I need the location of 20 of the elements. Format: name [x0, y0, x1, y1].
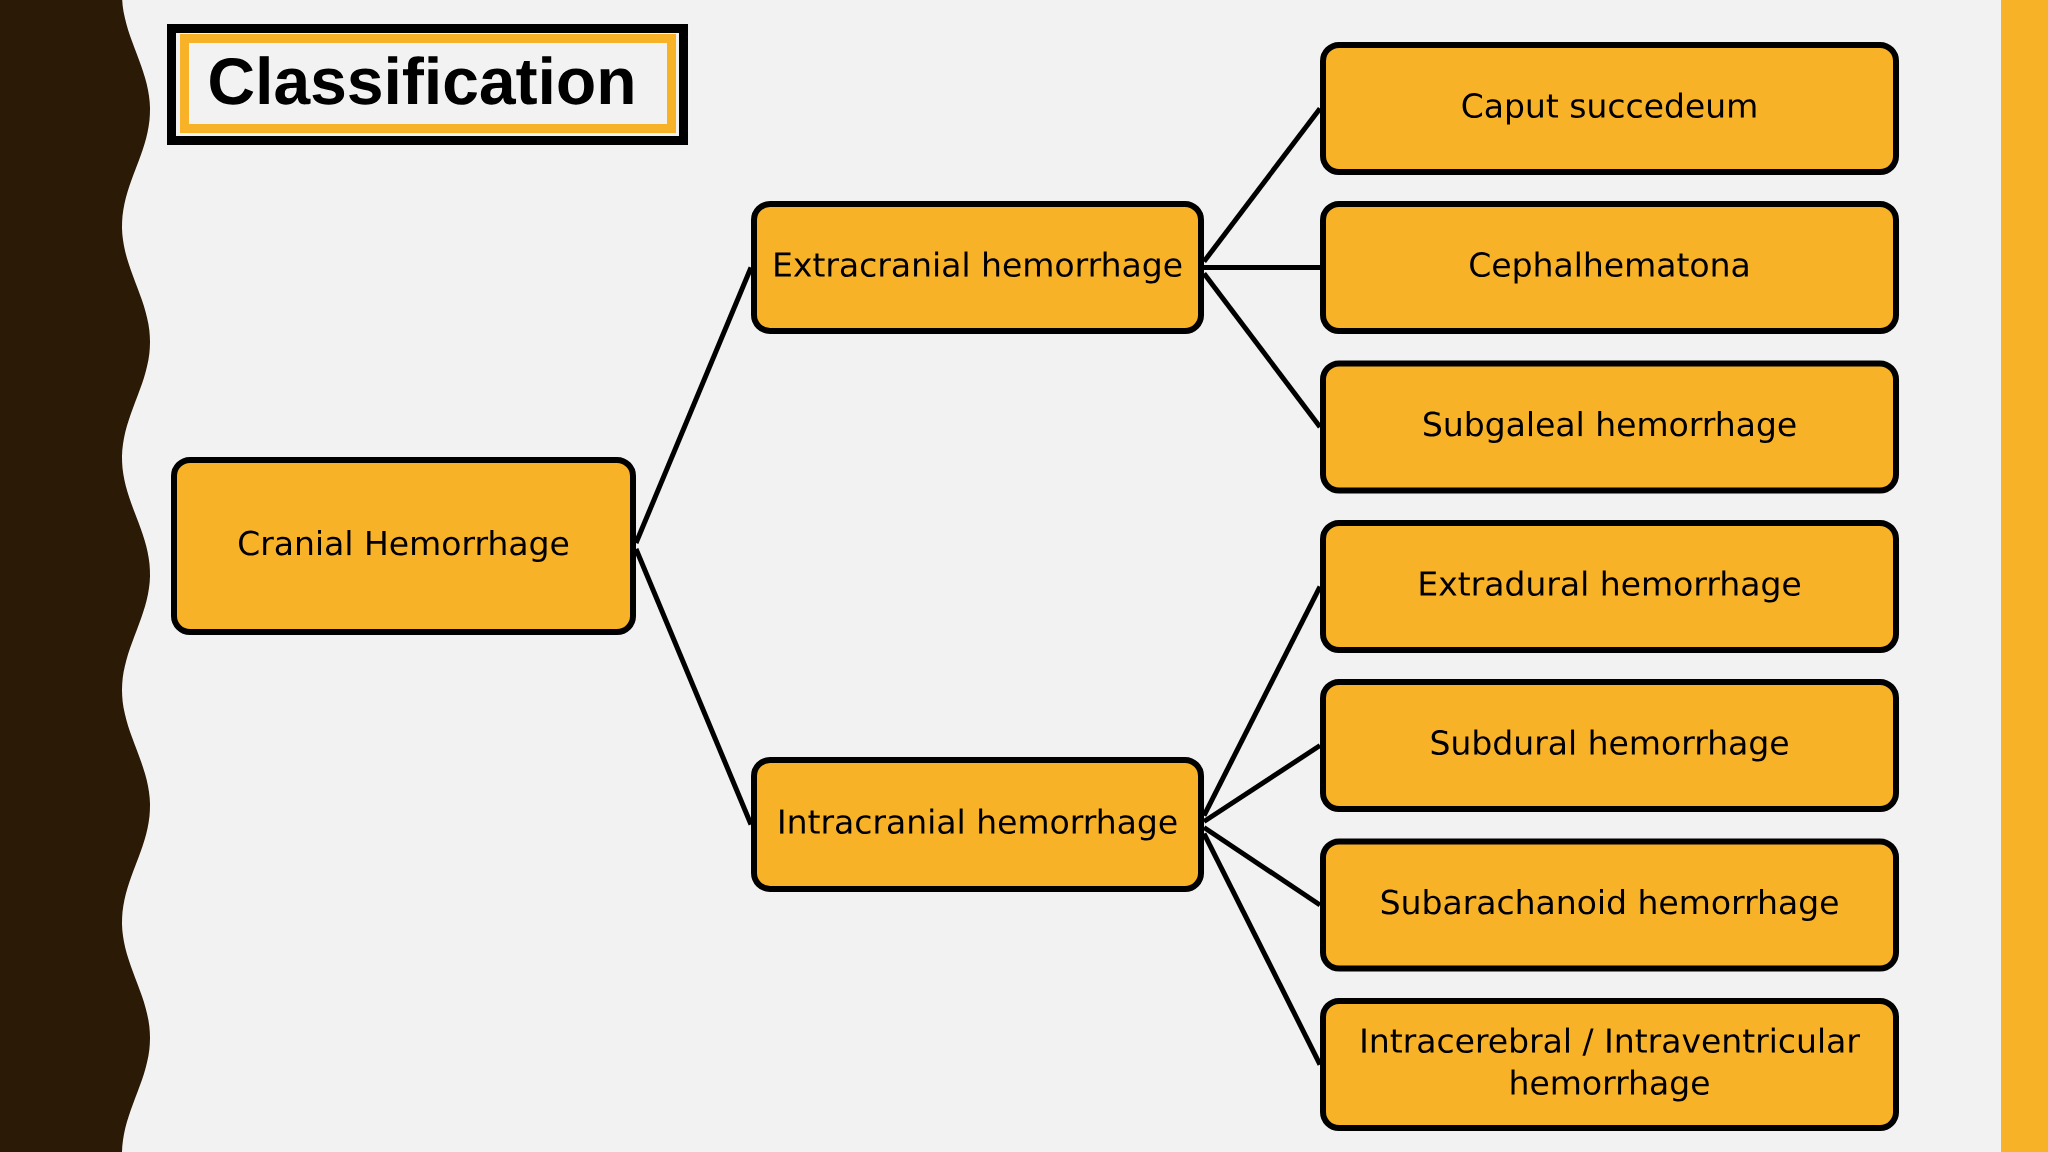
connector-line [1201, 832, 1323, 1066]
category-box: Caput succedeum [1320, 42, 1899, 175]
category-box: Intracerebral / Intraventricular hemorrhage [1320, 998, 1899, 1131]
category-box: Extradural hemorrhage [1320, 520, 1899, 653]
connector-line [1202, 825, 1322, 908]
connector-line [633, 548, 754, 826]
title-box: Classification [167, 24, 688, 145]
connector-line [1202, 743, 1322, 824]
category-box: Extracranial hemorrhage [751, 201, 1204, 334]
connector-line [1202, 107, 1322, 264]
category-box: Subarachanoid hemorrhage [1320, 838, 1899, 972]
connector-line [1204, 265, 1320, 270]
connector-line [633, 266, 754, 544]
category-box: Subdural hemorrhage [1320, 679, 1899, 812]
category-box: Subgaleal hemorrhage [1320, 360, 1899, 494]
connector-line [1202, 272, 1322, 429]
category-box: Intracranial hemorrhage [751, 757, 1204, 892]
category-box: Cranial Hemorrhage [171, 457, 636, 635]
category-box: Cephalhematona [1320, 201, 1899, 334]
connector-line [1201, 585, 1323, 817]
